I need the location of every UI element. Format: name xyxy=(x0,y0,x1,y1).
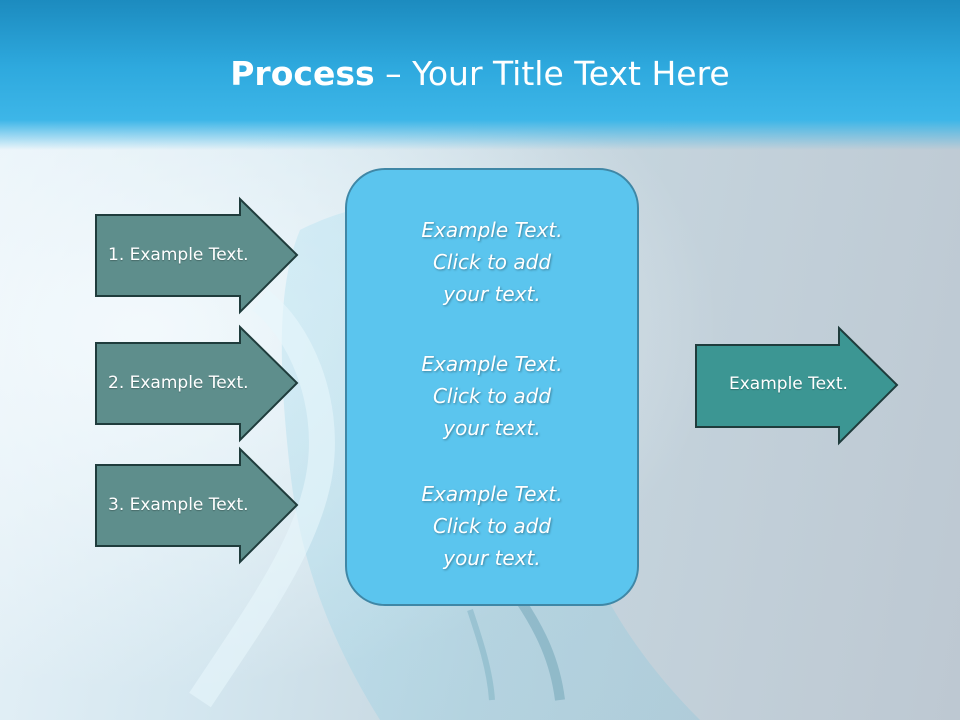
title-band xyxy=(0,0,960,150)
center-block-3: Example Text. Click to add your text. xyxy=(347,478,637,574)
left-arrow-1-label: 1. Example Text. xyxy=(108,245,249,265)
slide-title[interactable]: Process – Your Title Text Here xyxy=(0,52,960,96)
left-arrow-2[interactable]: 2. Example Text. xyxy=(95,324,299,443)
left-arrow-2-label: 2. Example Text. xyxy=(108,373,249,393)
center-block-2-line-1: Example Text. xyxy=(421,352,563,376)
center-block-1: Example Text. Click to add your text. xyxy=(347,214,637,310)
center-block-3-line-3: your text. xyxy=(443,546,541,570)
center-block-2-line-3: your text. xyxy=(443,416,541,440)
left-arrow-1[interactable]: 1. Example Text. xyxy=(95,196,299,315)
center-block-1-line-2: Click to add xyxy=(432,250,552,274)
left-arrow-3-label: 3. Example Text. xyxy=(108,495,249,515)
center-block-3-line-1: Example Text. xyxy=(421,482,563,506)
title-rest: – Your Title Text Here xyxy=(374,54,730,93)
center-block-1-line-3: your text. xyxy=(443,282,541,306)
arrow-shape xyxy=(95,196,299,315)
arrow-shape xyxy=(695,325,899,446)
right-arrow[interactable]: Example Text. xyxy=(695,325,899,446)
center-block-2-line-2: Click to add xyxy=(432,384,552,408)
arrow-shape xyxy=(95,446,299,565)
center-block-3-line-2: Click to add xyxy=(432,514,552,538)
arrow-shape xyxy=(95,324,299,443)
center-block-2: Example Text. Click to add your text. xyxy=(347,348,637,444)
title-bold: Process xyxy=(230,54,375,93)
center-block-1-line-1: Example Text. xyxy=(421,218,563,242)
center-text-box[interactable]: Example Text. Click to add your text. Ex… xyxy=(345,168,639,606)
left-arrow-3[interactable]: 3. Example Text. xyxy=(95,446,299,565)
right-arrow-label: Example Text. xyxy=(729,374,848,394)
